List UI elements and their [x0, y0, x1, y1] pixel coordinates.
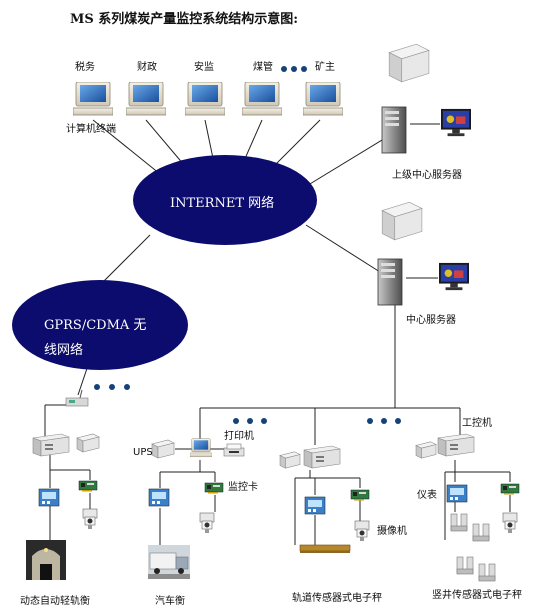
- upper-server-box-icon: [388, 43, 430, 83]
- center-server-group: [377, 201, 469, 306]
- railsensor-camera-icon: [354, 520, 370, 542]
- shaft-sensor-4-icon: [478, 563, 496, 582]
- wireless-module: [65, 389, 89, 407]
- finance-terminal-icon: [126, 82, 166, 116]
- ipc-label: 工控机: [462, 418, 492, 429]
- monitor-card-label: 监控卡: [228, 482, 258, 493]
- camera-label: 摄像机: [377, 526, 407, 537]
- center-server-box-icon: [381, 201, 423, 241]
- rail-ipc-icon: [32, 433, 70, 457]
- client-label-owner: 矿主: [315, 62, 335, 73]
- site-label-truck-scale: 汽车衡: [155, 596, 185, 607]
- shaft-ups-icon: [415, 441, 437, 459]
- gprs-label-line1: GPRS/CDMA 无: [44, 318, 147, 333]
- shaft-camera-icon: [502, 512, 518, 534]
- truck-camera-icon: [199, 512, 215, 534]
- railsensor-ups-icon: [279, 451, 301, 469]
- diagram-title: MS 系列煤炭产量监控系统结构示意图:: [70, 12, 299, 27]
- site-label-shaft-scale: 竖井传感器式电子秤: [432, 590, 522, 601]
- shaft-sensor-1-icon: [450, 513, 468, 532]
- site-label-rail-sensor-scale: 轨道传感器式电子秤: [292, 593, 382, 604]
- rail-card-icon: [78, 480, 98, 492]
- site-rail-sensor-scale: [279, 445, 370, 553]
- rail-sensor-beam: [299, 544, 351, 553]
- upper-server-label: 上级中心服务器: [392, 170, 462, 181]
- gprs-label-line2: 线网络: [44, 343, 84, 358]
- rail-ups-icon: [76, 433, 100, 453]
- client-terminals: [73, 66, 343, 116]
- center-server-label: 中心服务器: [406, 315, 456, 326]
- internet-label: INTERNET 网络: [170, 196, 275, 211]
- owner-terminal-icon: [303, 82, 343, 116]
- truck-meter-icon: [148, 488, 170, 507]
- site-shaft-scale: [415, 433, 520, 582]
- terminal-label: 计算机终端: [66, 124, 116, 135]
- client-label-coal-admin: 煤管: [253, 62, 273, 73]
- printer-icon: [223, 443, 245, 457]
- rail-camera-icon: [82, 508, 98, 530]
- railsensor-ipc-icon: [303, 445, 341, 469]
- railsensor-meter-icon: [304, 496, 326, 515]
- truck-photo: [148, 545, 190, 579]
- truck-card-icon: [204, 482, 224, 494]
- tax-terminal-icon: [73, 82, 113, 116]
- center-server-monitor-icon: [439, 262, 469, 291]
- coal-admin-terminal-icon: [242, 82, 282, 116]
- site-label-rail-scale: 动态自动轻轨衡: [20, 596, 90, 607]
- site-truck-scale: [148, 438, 245, 579]
- tunnel-photo: [26, 540, 66, 580]
- truck-ups-icon: [151, 439, 175, 459]
- ups-label: UPS: [133, 447, 153, 458]
- shaft-sensor-2-icon: [472, 523, 490, 542]
- meter-label: 仪表: [417, 490, 437, 501]
- shaft-card-icon: [500, 483, 520, 495]
- printer-label: 打印机: [224, 431, 254, 442]
- client-label-tax: 税务: [75, 62, 95, 73]
- shaft-meter-icon: [446, 484, 468, 503]
- upper-server-group: [381, 43, 471, 154]
- center-server-tower-icon: [377, 258, 403, 306]
- upper-server-tower-icon: [381, 106, 407, 154]
- shaft-sensor-3-icon: [456, 556, 474, 575]
- client-label-finance: 财政: [137, 62, 157, 73]
- truck-pc-icon: [190, 438, 212, 458]
- rail-meter-icon: [38, 488, 60, 507]
- gprs-ellipse: [12, 280, 188, 370]
- railsensor-card-icon: [350, 489, 370, 501]
- upper-server-monitor-icon: [441, 108, 471, 137]
- client-label-safety: 安监: [194, 62, 214, 73]
- safety-terminal-icon: [185, 82, 225, 116]
- internet-ellipse: [133, 155, 317, 245]
- shaft-ipc-icon: [437, 433, 475, 457]
- site-rail-scale: [26, 433, 100, 580]
